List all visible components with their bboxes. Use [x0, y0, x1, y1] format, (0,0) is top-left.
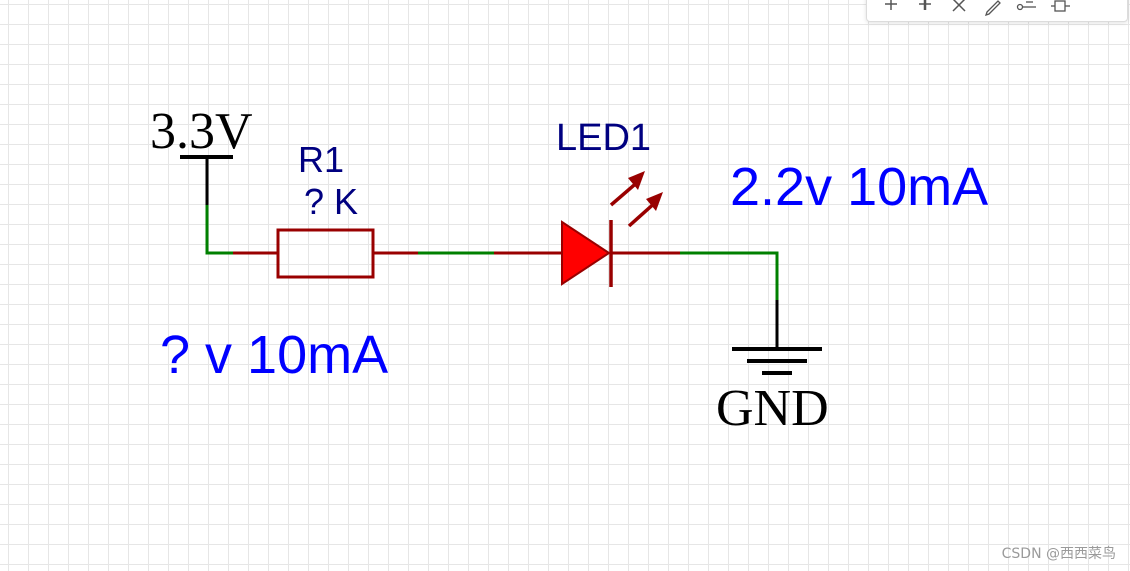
r1-body — [276, 228, 375, 279]
supply-label: 3.3V — [150, 103, 253, 160]
pencil-icon[interactable] — [981, 0, 1005, 19]
wire-led-to-gnd[interactable] — [680, 251, 779, 300]
watermark-text: CSDN @西西菜鸟 — [1001, 546, 1116, 562]
led-triangle — [561, 220, 611, 286]
wire-supply-to-r1[interactable] — [205, 205, 233, 255]
resistor-r1[interactable]: R1 ? K — [233, 139, 418, 279]
wire-tool-icon[interactable] — [879, 0, 903, 19]
ground-symbol[interactable]: GND — [716, 300, 829, 437]
net-label-icon[interactable] — [1015, 0, 1039, 19]
bus-tool-icon[interactable] — [913, 0, 937, 19]
resistor-spec-annotation: ? v 10mA — [160, 325, 388, 385]
led-ref-label: LED1 — [556, 117, 651, 159]
gnd-label: GND — [716, 380, 829, 437]
led-spec-annotation: 2.2v 10mA — [730, 157, 988, 217]
r1-value-label: ? K — [304, 181, 358, 222]
no-connect-icon[interactable] — [947, 0, 971, 19]
power-symbol-3v3[interactable]: 3.3V — [150, 103, 253, 205]
r1-ref-label: R1 — [298, 139, 344, 180]
led-led1[interactable]: LED1 — [494, 117, 680, 287]
schematic-toolbar — [866, 0, 1128, 22]
component-icon[interactable] — [1049, 0, 1073, 19]
led-emission-arrows-icon — [609, 171, 663, 228]
